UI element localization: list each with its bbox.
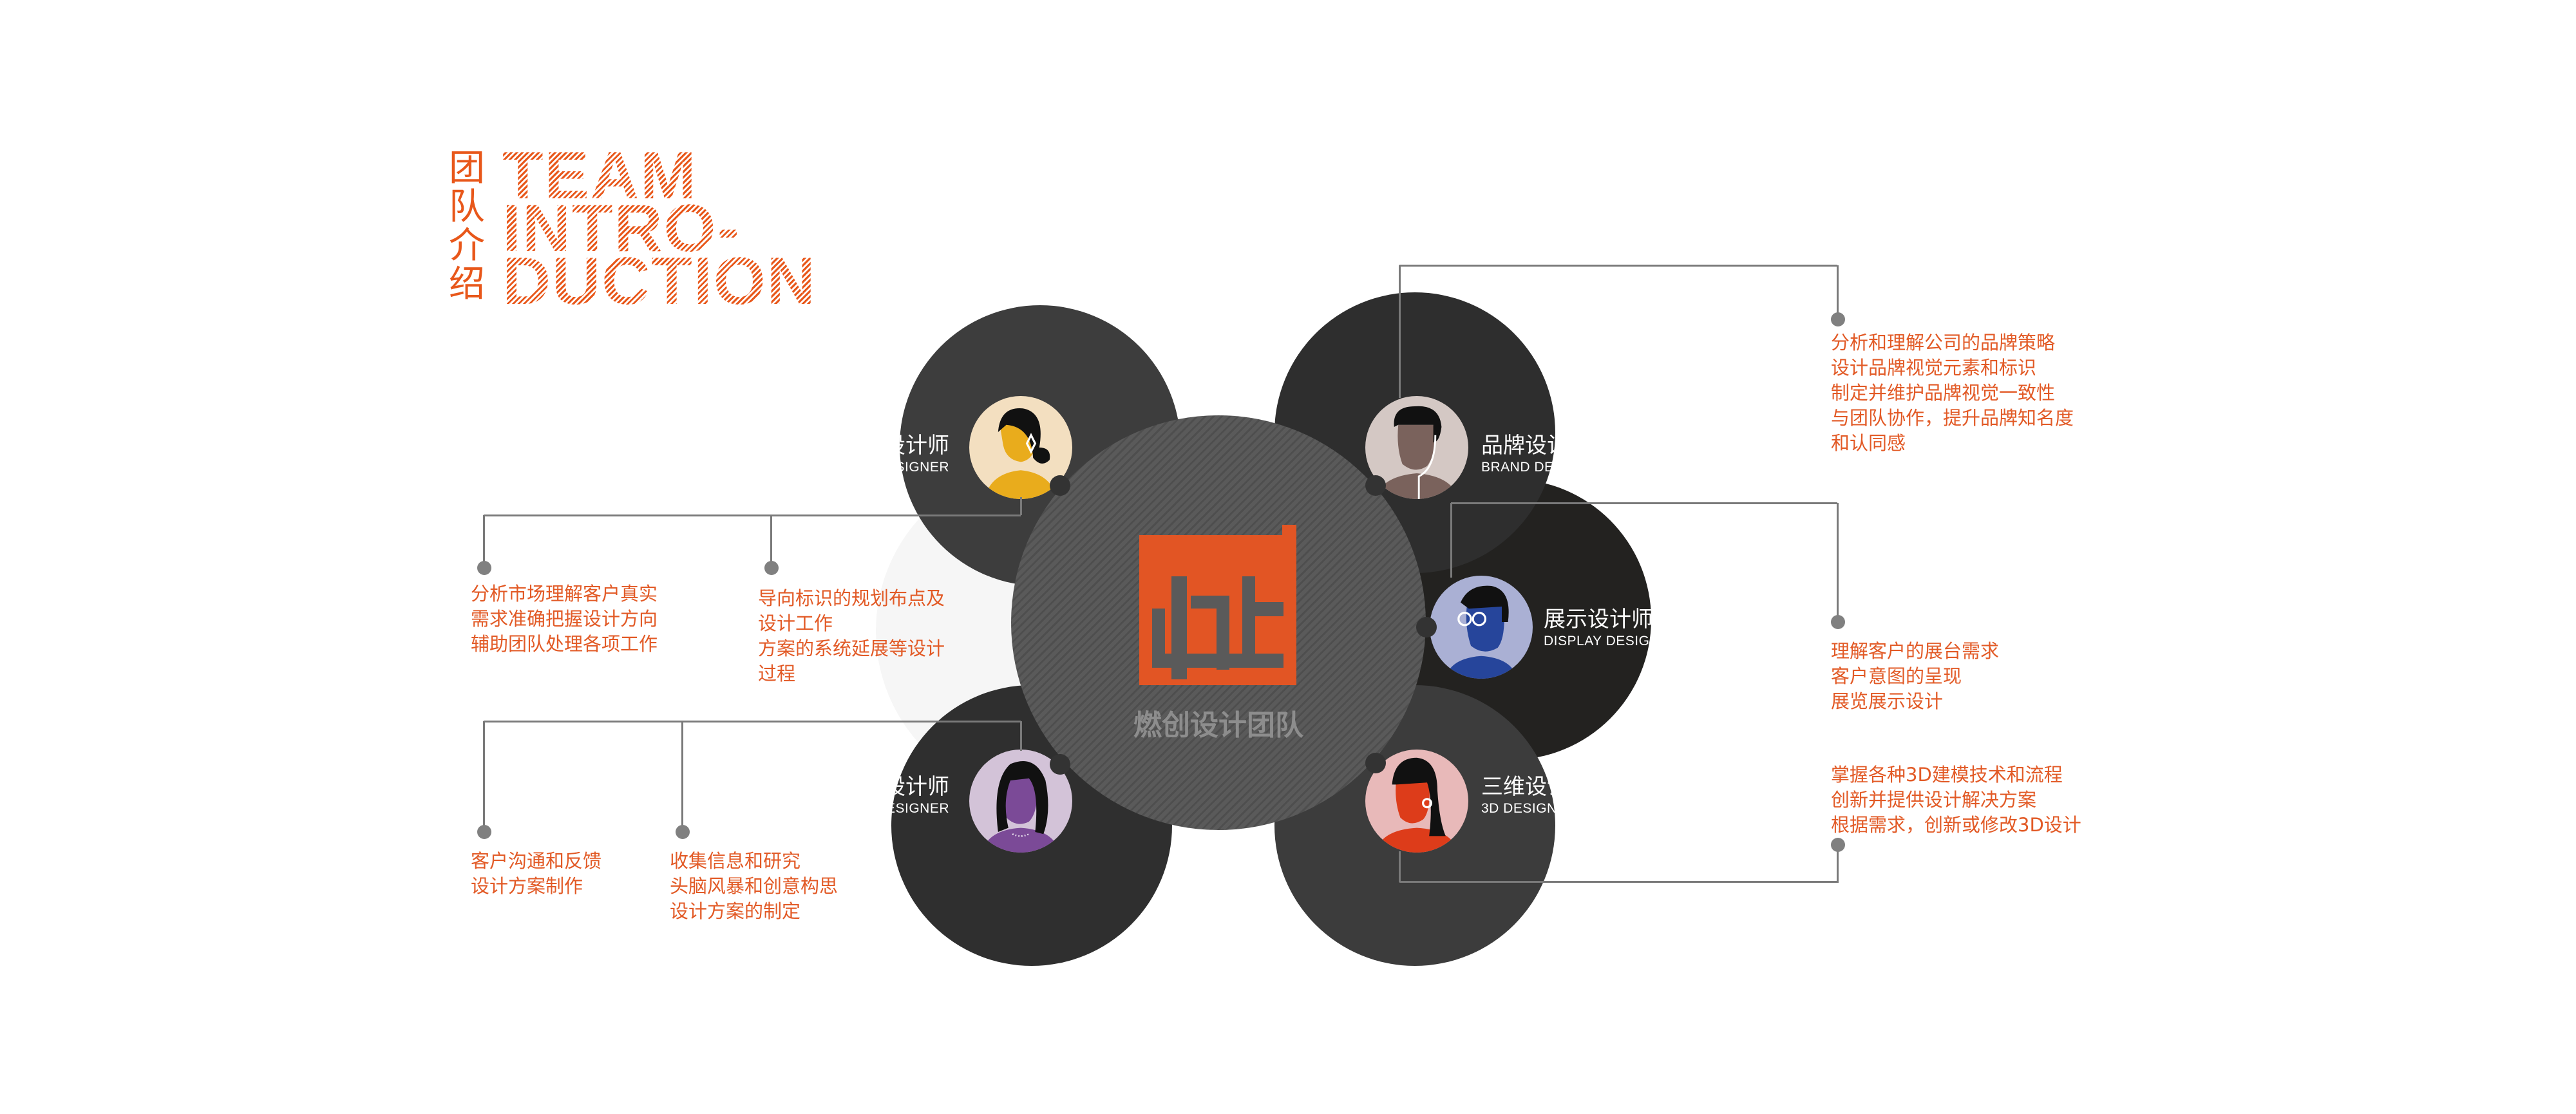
title-char: 团	[449, 147, 485, 189]
description-line: 客户沟通和反馈	[471, 850, 602, 872]
description-line: 设计方案的制定	[670, 900, 801, 922]
description-line: 理解客户的展台需求	[1831, 640, 2000, 662]
description-line: 方案的系统延展等设计	[758, 637, 945, 659]
leader-line	[1837, 265, 1839, 319]
description-line: 设计工作	[758, 612, 833, 634]
description-top-left-b: 导向标识的规划布点及 设计工作 方案的系统延展等设计 过程	[758, 586, 945, 686]
role-subtitle: DESIGNER	[900, 460, 949, 475]
woman-hoop-earring-avatar-icon	[1365, 750, 1468, 853]
description-line: 制定并维护品牌视觉一致性	[1831, 382, 2056, 404]
description-line: 辅助团队处理各项工作	[471, 633, 658, 655]
role-label-top-left: 设计师 DESIGNER	[900, 433, 949, 477]
description-line: 设计品牌视觉元素和标识	[1831, 357, 2037, 379]
role-subtitle: 3D DESIGNER	[1481, 801, 1555, 816]
description-line: 和认同感	[1831, 432, 1906, 454]
description-line: 与团队协作，提升品牌知名度	[1831, 407, 2074, 429]
description-bottom-left-b: 收集信息和研究 头脑风暴和创意构思 设计方案的制定	[670, 849, 838, 924]
leader-line	[1399, 851, 1401, 882]
leader-line	[1450, 503, 1452, 578]
description-brand: 分析和理解公司的品牌策略 设计品牌视觉元素和标识 制定并维护品牌视觉一致性 与团…	[1831, 330, 2074, 456]
description-line: 掌握各种3D建模技术和流程	[1831, 764, 2063, 786]
role-title: 三维设计师	[1481, 774, 1555, 800]
description-line: 过程	[758, 663, 796, 684]
role-subtitle: BRAND DESIGNER	[1481, 460, 1555, 475]
title-line: DUCTION	[502, 244, 817, 319]
leader-line	[681, 721, 683, 832]
leader-line	[1020, 721, 1022, 751]
connector-dot	[1365, 475, 1386, 496]
leader-line	[484, 721, 1021, 722]
leader-dot	[477, 825, 491, 839]
role-title: 设计师	[891, 774, 949, 800]
connector-dot	[1050, 475, 1070, 496]
leader-line	[770, 515, 772, 568]
role-label-3d: 三维设计师 3D DESIGNER	[1481, 774, 1555, 818]
title-english: TEAM INTRO- DUCTION	[502, 149, 817, 308]
team-name: 燃创设计团队	[1133, 709, 1303, 742]
role-title: 品牌设计师	[1481, 433, 1555, 458]
description-line: 收集信息和研究	[670, 850, 801, 872]
connector-dot	[1050, 754, 1070, 775]
leader-dot	[764, 561, 779, 575]
description-bottom-left-a: 客户沟通和反馈 设计方案制作	[471, 849, 601, 899]
man-glasses-avatar-icon	[1430, 576, 1533, 679]
description-line: 分析和理解公司的品牌策略	[1831, 332, 2056, 354]
description-line: 创新并提供设计解决方案	[1831, 789, 2037, 811]
leader-dot	[676, 825, 690, 839]
role-label-bottom-left: 设计师 DESIGNER	[891, 774, 949, 818]
brand-logo-icon	[1139, 525, 1296, 685]
role-title: 展示设计师	[1544, 607, 1651, 632]
leader-dot	[1831, 838, 1845, 852]
connector-dot	[1416, 617, 1437, 637]
leader-dot	[477, 561, 491, 575]
title-char: 绍	[449, 263, 485, 305]
leader-line	[1837, 503, 1839, 622]
leader-line	[483, 721, 485, 832]
description-line: 需求准确把握设计方向	[471, 608, 658, 630]
title-char: 介	[449, 225, 485, 267]
description-line: 根据需求，创新或修改3D设计	[1831, 814, 2081, 836]
title-char: 队	[449, 186, 485, 228]
description-line: 设计方案制作	[471, 875, 583, 897]
description-line: 客户意图的呈现	[1831, 665, 1962, 687]
leader-dot	[1831, 615, 1845, 629]
leader-line	[1399, 265, 1401, 398]
leader-line	[1020, 497, 1022, 515]
role-subtitle: DISPLAY DESIGNER	[1544, 634, 1651, 648]
leader-line	[1837, 845, 1839, 882]
role-label-display: 展示设计师 DISPLAY DESIGNER	[1544, 607, 1651, 650]
role-subtitle: DESIGNER	[891, 801, 949, 816]
description-display: 理解客户的展台需求 客户意图的呈现 展览展示设计	[1831, 639, 1999, 714]
leader-line	[1399, 881, 1839, 883]
leader-dot	[1831, 312, 1845, 326]
description-line: 导向标识的规划布点及	[758, 587, 945, 609]
description-3d: 掌握各种3D建模技术和流程 创新并提供设计解决方案 根据需求，创新或修改3D设计	[1831, 762, 2081, 838]
description-top-left-a: 分析市场理解客户真实 需求准确把握设计方向 辅助团队处理各项工作	[471, 581, 658, 657]
description-line: 分析市场理解客户真实	[471, 583, 658, 605]
connector-dot	[1365, 753, 1386, 773]
leader-line	[1451, 502, 1837, 504]
description-line: 展览展示设计	[1831, 690, 1944, 712]
title-chinese: 团 队 介 绍	[447, 149, 487, 304]
leader-line	[484, 515, 1021, 516]
leader-line	[1399, 265, 1837, 267]
description-line: 头脑风暴和创意构思	[670, 875, 838, 897]
role-label-brand: 品牌设计师 BRAND DESIGNER	[1481, 433, 1555, 477]
role-title: 设计师	[900, 433, 949, 458]
leader-line	[483, 515, 485, 568]
